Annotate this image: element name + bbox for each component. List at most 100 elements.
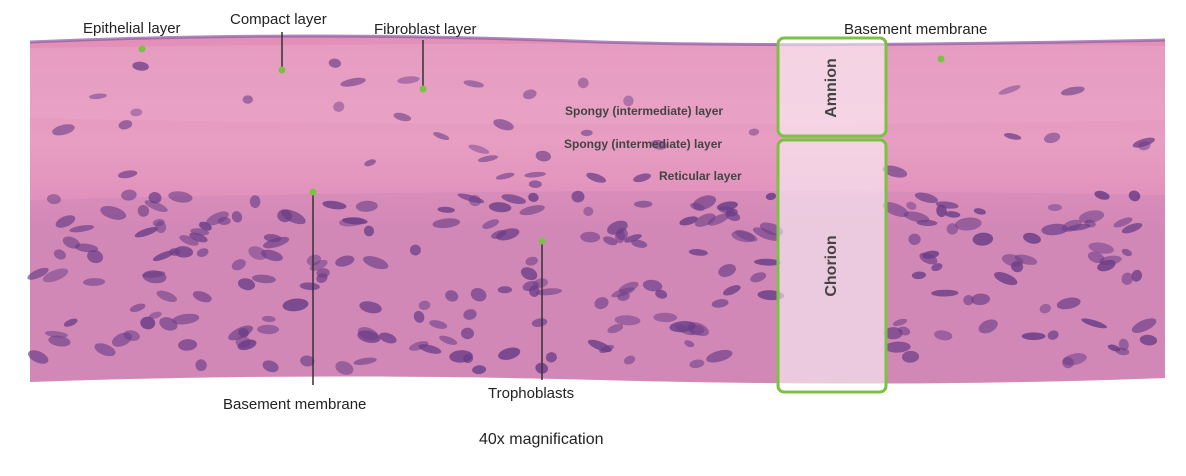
nucleus xyxy=(931,289,959,297)
nucleus xyxy=(711,299,729,308)
nucleus xyxy=(580,231,601,243)
nucleus xyxy=(528,180,542,189)
nucleus xyxy=(674,324,695,336)
nucleus xyxy=(328,58,342,68)
nucleus xyxy=(748,128,760,136)
magnification-caption: 40x magnification xyxy=(479,431,604,448)
nucleus xyxy=(409,244,421,256)
nucleus xyxy=(571,190,585,203)
nucleus xyxy=(634,200,653,208)
nucleus xyxy=(523,89,537,100)
nucleus xyxy=(519,205,545,216)
nucleus xyxy=(1041,223,1069,236)
nucleus xyxy=(261,315,276,323)
nucleus xyxy=(1099,255,1122,266)
nucleus xyxy=(520,267,538,281)
nucleus xyxy=(263,233,282,243)
nucleus xyxy=(111,332,133,347)
nucleus xyxy=(707,213,730,226)
nucleus xyxy=(1088,242,1114,254)
nucleus xyxy=(903,211,930,223)
nucleus xyxy=(765,192,777,201)
nucleus xyxy=(718,264,736,277)
nucleus xyxy=(413,310,425,323)
nucleus xyxy=(353,357,377,366)
nucleus xyxy=(463,80,484,88)
nucleus xyxy=(1094,190,1110,200)
nucleus xyxy=(142,270,167,284)
nucleus xyxy=(231,259,246,271)
nucleus xyxy=(495,172,515,180)
nucleus xyxy=(633,173,651,183)
nucleus xyxy=(174,246,194,258)
nucleus xyxy=(418,344,442,354)
nucleus xyxy=(1113,217,1133,228)
spongy-layer-label-2: Spongy (intermediate) layer xyxy=(564,137,723,151)
nucleus xyxy=(919,252,938,265)
amnion-box xyxy=(776,36,888,138)
nucleus xyxy=(140,316,156,330)
nucleus xyxy=(468,144,490,154)
nucleus xyxy=(690,202,705,211)
nucleus xyxy=(189,232,208,243)
nucleus xyxy=(1131,269,1143,282)
nucleus xyxy=(586,172,607,183)
nucleus xyxy=(498,347,521,360)
nucleus xyxy=(607,323,624,334)
nucleus xyxy=(1060,86,1085,96)
nucleus xyxy=(249,195,261,208)
nucleus xyxy=(87,250,104,264)
nucleus xyxy=(155,220,167,234)
nucleus xyxy=(357,327,379,341)
nucleus xyxy=(242,95,253,104)
nucleus xyxy=(723,285,741,296)
chorion-band xyxy=(30,191,1165,384)
nucleus xyxy=(168,191,193,203)
nucleus xyxy=(1021,332,1046,341)
nucleus xyxy=(445,290,459,302)
nucleus xyxy=(335,361,354,375)
nucleus xyxy=(882,165,908,178)
chorion-box xyxy=(776,138,888,394)
nucleus xyxy=(688,325,705,336)
nucleus xyxy=(118,120,133,130)
nucleus xyxy=(614,315,641,326)
nucleus xyxy=(1118,338,1129,351)
nucleus xyxy=(531,318,548,327)
nucleus xyxy=(53,249,66,260)
nucleus xyxy=(754,258,781,266)
nucleus xyxy=(583,206,594,217)
epithelial-layer-label: Epithelial layer xyxy=(83,20,181,37)
nucleus xyxy=(994,272,1018,286)
nucleus xyxy=(1128,190,1141,202)
nucleus xyxy=(1014,254,1038,265)
nucleus xyxy=(148,311,162,319)
nucleus xyxy=(911,271,926,280)
trophoblasts-label: Trophoblasts xyxy=(488,385,575,402)
nucleus xyxy=(231,211,243,223)
nucleus xyxy=(631,239,648,248)
nucleus xyxy=(262,360,279,373)
nucleus xyxy=(1039,303,1052,314)
nucleus xyxy=(972,232,994,246)
nucleus xyxy=(594,297,609,310)
nucleus xyxy=(655,289,668,299)
nucleus xyxy=(195,359,207,372)
nucleus xyxy=(580,129,593,137)
nucleus xyxy=(998,85,1021,95)
nucleus xyxy=(1121,272,1134,285)
nucleus xyxy=(206,211,229,226)
nucleus xyxy=(432,218,461,229)
nucleus xyxy=(355,200,378,212)
nucleus xyxy=(282,298,309,312)
nucleus xyxy=(341,217,368,225)
nucleus xyxy=(1121,222,1143,234)
nucleus xyxy=(433,132,450,141)
nucleus xyxy=(364,159,376,167)
nucleus xyxy=(48,335,71,347)
nucleus xyxy=(545,352,557,363)
nucleus xyxy=(493,119,514,131)
nucleus xyxy=(129,303,146,313)
nucleus xyxy=(439,335,458,345)
marker-compact xyxy=(278,66,286,74)
